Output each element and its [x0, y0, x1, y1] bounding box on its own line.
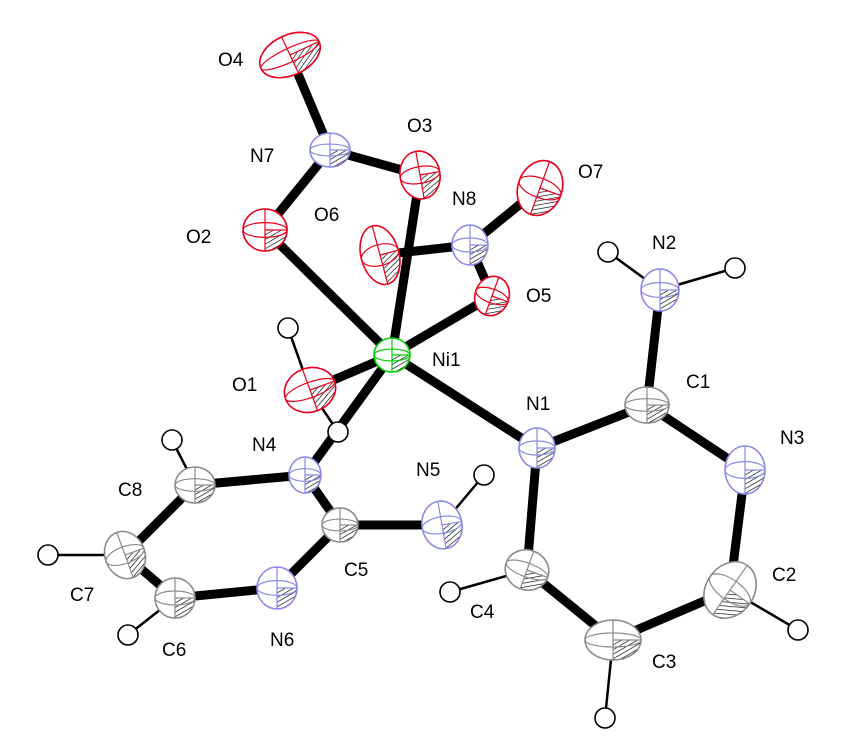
atom-O1	[283, 366, 337, 414]
atom-label-Ni1: Ni1	[432, 350, 461, 371]
atom-O2	[242, 208, 288, 252]
atom-Ni1	[373, 337, 411, 373]
atom-label-O2: O2	[186, 227, 211, 248]
hydrogen-atom	[439, 581, 461, 603]
bond-O2-Ni1	[261, 226, 396, 359]
atom-N3	[724, 445, 766, 495]
atom-label-N1: N1	[526, 394, 550, 415]
bond-Ni1-N1	[389, 351, 540, 452]
atom-label-O1: O1	[232, 375, 257, 396]
atom-N5	[421, 500, 463, 550]
hydrogen-atom	[161, 429, 183, 451]
hydrogen-atom	[277, 317, 299, 339]
atom-C4	[504, 548, 550, 592]
labels-layer: O4N7O3O7N8O6O2O5Ni1N2C1N3N1O1N4N5C8C5C7C…	[70, 50, 804, 673]
atom-O4	[258, 31, 322, 79]
atom-N7	[309, 132, 351, 168]
atom-label-C5: C5	[344, 560, 368, 581]
atom-label-C1: C1	[686, 372, 710, 393]
atom-label-N8: N8	[452, 189, 476, 210]
atom-label-O5: O5	[526, 286, 551, 307]
atom-C2	[703, 561, 757, 619]
atom-C8	[174, 466, 216, 504]
atom-label-O4: O4	[218, 50, 244, 71]
hydrogen-atom	[327, 421, 349, 443]
atom-O5	[473, 275, 511, 317]
atom-N4	[288, 456, 322, 494]
atom-label-N4: N4	[252, 435, 277, 456]
atom-O3	[399, 150, 441, 200]
atom-label-C3: C3	[652, 652, 676, 673]
bonds-layer	[121, 53, 750, 645]
hydrogen-atom	[37, 544, 59, 566]
atoms-layer	[37, 31, 809, 729]
atom-label-C6: C6	[162, 640, 186, 661]
atom-N1	[518, 427, 556, 469]
atom-label-C4: C4	[470, 602, 495, 623]
hydrogen-bonds-layer	[48, 250, 799, 719]
atom-label-N6: N6	[270, 630, 294, 651]
atom-O6	[359, 224, 401, 286]
atom-label-N7: N7	[250, 146, 274, 167]
atom-label-C7: C7	[70, 585, 94, 606]
atom-N8	[451, 224, 489, 266]
atom-label-N2: N2	[652, 233, 676, 254]
atom-label-C2: C2	[772, 565, 796, 586]
hydrogen-atom	[594, 707, 616, 729]
atom-label-O7: O7	[578, 162, 603, 183]
atom-O7	[516, 159, 564, 217]
atom-C5	[321, 507, 359, 543]
hydrogen-atom	[597, 241, 619, 263]
atom-C7	[103, 530, 147, 580]
hydrogen-atom	[787, 619, 809, 641]
atom-label-C8: C8	[118, 480, 142, 501]
hydrogen-atom	[473, 464, 495, 486]
atom-C6	[154, 577, 196, 619]
atom-N2	[640, 268, 680, 312]
atom-C3	[584, 619, 642, 661]
atom-label-O6: O6	[314, 205, 339, 226]
bond-O3-Ni1	[387, 174, 425, 356]
hydrogen-atom	[724, 257, 746, 279]
atom-label-N5: N5	[416, 460, 440, 481]
atom-label-O3: O3	[407, 116, 432, 137]
bond-Ni1-N4	[301, 352, 396, 478]
atom-C1	[624, 386, 670, 424]
atom-label-N3: N3	[780, 428, 804, 449]
atom-N6	[256, 566, 298, 610]
hydrogen-atom	[117, 624, 139, 646]
